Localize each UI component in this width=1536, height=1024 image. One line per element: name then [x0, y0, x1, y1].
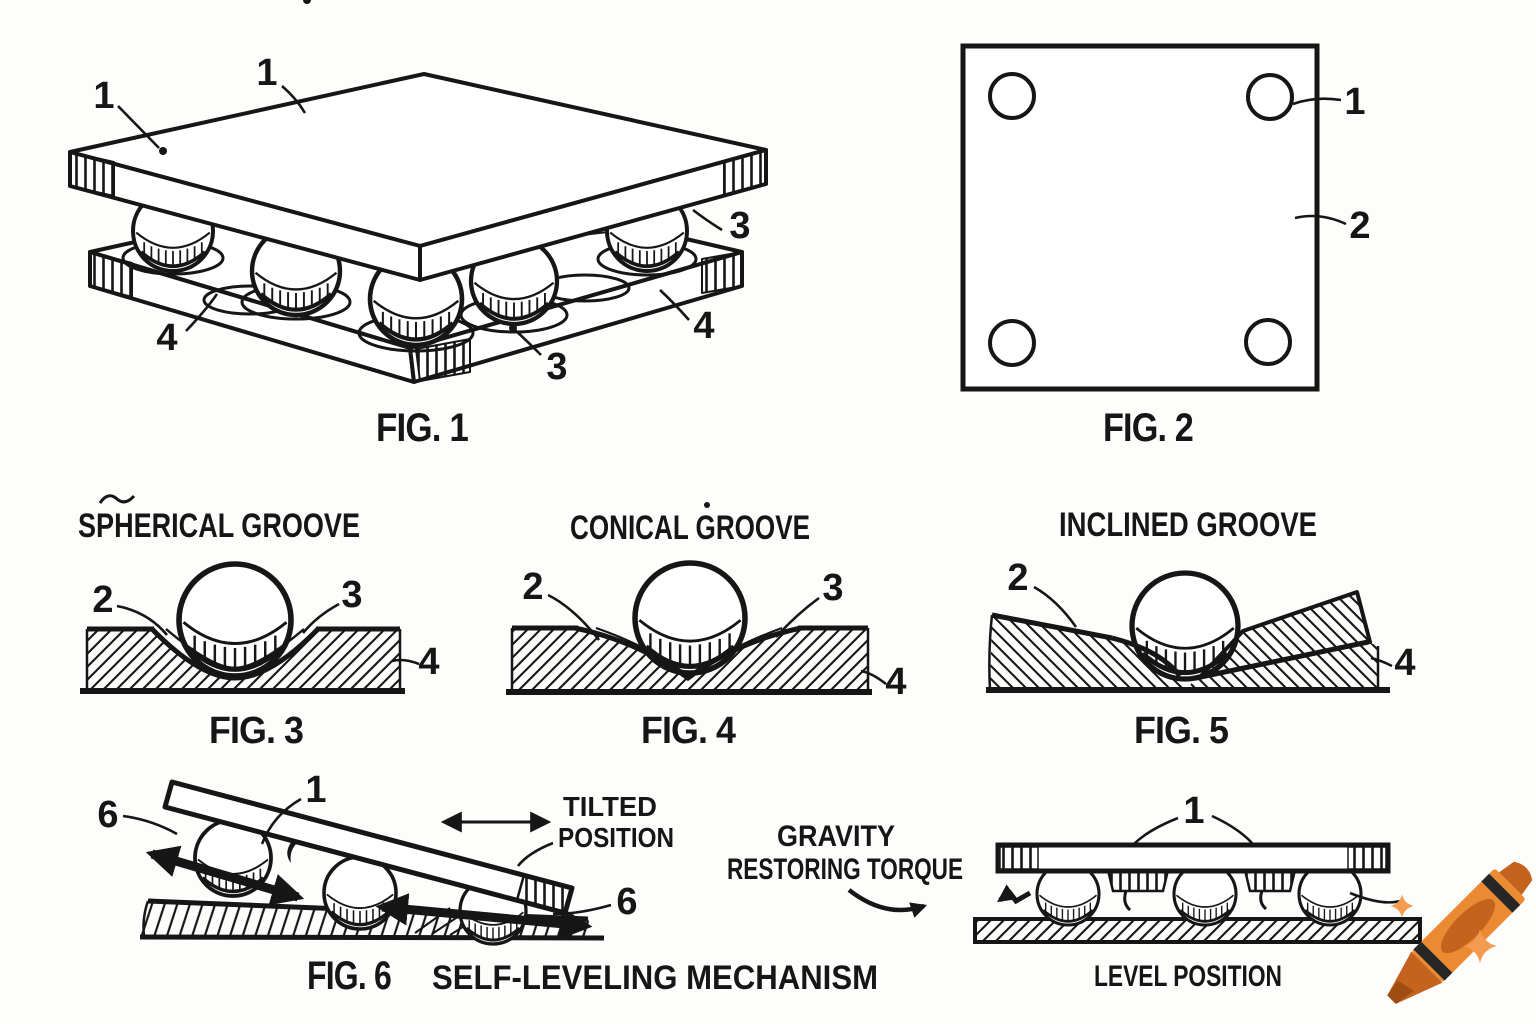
fig1-isometric-bearing-assembly: 1 1 3 4 4 3 FIG. 1	[68, 0, 768, 450]
level-label-1: 1	[1183, 790, 1204, 832]
roll-direction-arrow-upper	[145, 845, 305, 906]
tilted-position-line1: TILTED	[563, 791, 657, 822]
fig6-subtitle: SELF-LEVELING MECHANISM	[432, 959, 878, 997]
crayon-stripe	[1481, 873, 1521, 913]
fig5-caption: FIG. 5	[1134, 710, 1229, 752]
level-plate-end-hatch	[1347, 846, 1387, 870]
fig5-wedge	[1198, 590, 1372, 679]
fig6-leader-lines	[122, 797, 612, 916]
fig1-leader-lines	[117, 0, 723, 356]
fig3-label-3: 3	[341, 574, 362, 616]
fig2-groove-circles	[988, 72, 1294, 367]
level-plate	[995, 842, 1391, 874]
fig3-caption: FIG. 3	[209, 710, 303, 752]
fig2-label-1: 1	[1344, 81, 1365, 123]
fig2-label-2: 2	[1349, 205, 1370, 247]
level-leader-lines	[1133, 814, 1401, 904]
level-position-diagram: GRAVITY RESTORING TORQUE 1 LEVEL POSITIO…	[727, 790, 1422, 993]
top-plate-left-hatch	[69, 151, 115, 197]
fig3-ball	[179, 564, 291, 676]
fig5-label-2: 2	[1007, 557, 1028, 599]
fig1-caption: FIG. 1	[376, 406, 469, 450]
gravity-annotation-line1: GRAVITY	[777, 820, 895, 853]
level-groove-connectors	[1106, 868, 1297, 912]
fig4-caption: FIG. 4	[641, 710, 736, 752]
fig5-base-hatch	[1186, 642, 1378, 690]
fig3-leader-lines	[116, 602, 420, 666]
fig4-label-3: 3	[822, 567, 843, 609]
crayon-label-oval	[1440, 899, 1495, 954]
fig4-leader-lines	[547, 593, 887, 686]
fig3-spherical-groove: SPHERICAL GROOVE 2 3 4 FIG. 3	[78, 494, 440, 752]
fig1-top-plate	[68, 72, 768, 282]
crayon-tip-point	[1387, 980, 1415, 1004]
bottom-plate-left-hatch	[89, 251, 133, 298]
fig1-label-1-left: 1	[93, 75, 114, 117]
level-motion-arrow	[997, 884, 1032, 905]
fig5-leader-lines	[1033, 585, 1393, 668]
groove-tails	[1123, 890, 1268, 912]
fig5-left-slope-hatch	[990, 615, 1186, 690]
sparkle-icon	[1390, 894, 1414, 918]
fig3-label-4: 4	[418, 641, 439, 683]
fig5-title: INCLINED GROOVE	[1059, 506, 1317, 544]
tilted-position-line2: POSITION	[558, 822, 674, 853]
gravity-annotation-line2: RESTORING TORQUE	[727, 853, 963, 886]
fig2-leader-lines	[1292, 97, 1347, 226]
fig6-label-6-left: 6	[97, 794, 118, 836]
fig4-conical-groove: CONICAL GROOVE 2 3 4 FIG. 4	[506, 502, 907, 752]
fig3-title: SPHERICAL GROOVE	[78, 507, 360, 545]
fig6-label-6-right: 6	[616, 881, 637, 923]
bottom-plate-right-hatch	[701, 251, 743, 294]
fig6-shadow-crescent	[287, 841, 296, 863]
fig4-title: CONICAL GROOVE	[570, 509, 810, 547]
fig1-label-1-mid: 1	[256, 52, 277, 94]
roll-direction-arrow-lower	[375, 893, 593, 940]
fig3-label-2: 2	[92, 579, 113, 621]
fig1-label-3-bottom: 3	[546, 346, 567, 388]
gravity-torque-arrow	[847, 888, 928, 918]
fig1-label-4-left: 4	[156, 317, 177, 359]
crayon-cap	[1499, 861, 1533, 895]
top-plate-right-hatch	[723, 149, 767, 196]
fig6-self-leveling: 6 1 6 TILTED POSITION FIG. 6 SELF-LEVELI…	[97, 769, 878, 998]
crayon-icon	[1387, 861, 1533, 1004]
fig4-label-4: 4	[885, 661, 906, 703]
fig4-block-outline	[506, 625, 872, 695]
fig5-outline	[986, 612, 1390, 693]
fig6-caption: FIG. 6	[307, 954, 391, 998]
fig4-label-2: 2	[522, 566, 543, 608]
fig2-caption: FIG. 2	[1103, 406, 1193, 450]
scribble-dot	[704, 502, 710, 508]
scribble-mark	[98, 494, 136, 504]
fig1-label-4-right: 4	[693, 305, 714, 347]
fig2-top-view-plate: 1 2 FIG. 2	[960, 43, 1371, 450]
fig1-label-3-right: 3	[729, 205, 750, 247]
fig5-inclined-groove: INCLINED GROOVE 2 4 FIG. 5	[986, 506, 1416, 752]
crayon-stripe	[1413, 941, 1453, 981]
level-caption: LEVEL POSITION	[1094, 960, 1282, 993]
fig5-label-4: 4	[1394, 642, 1415, 684]
fig6-label-1: 1	[305, 769, 326, 811]
level-plate-end-hatch	[999, 846, 1039, 870]
